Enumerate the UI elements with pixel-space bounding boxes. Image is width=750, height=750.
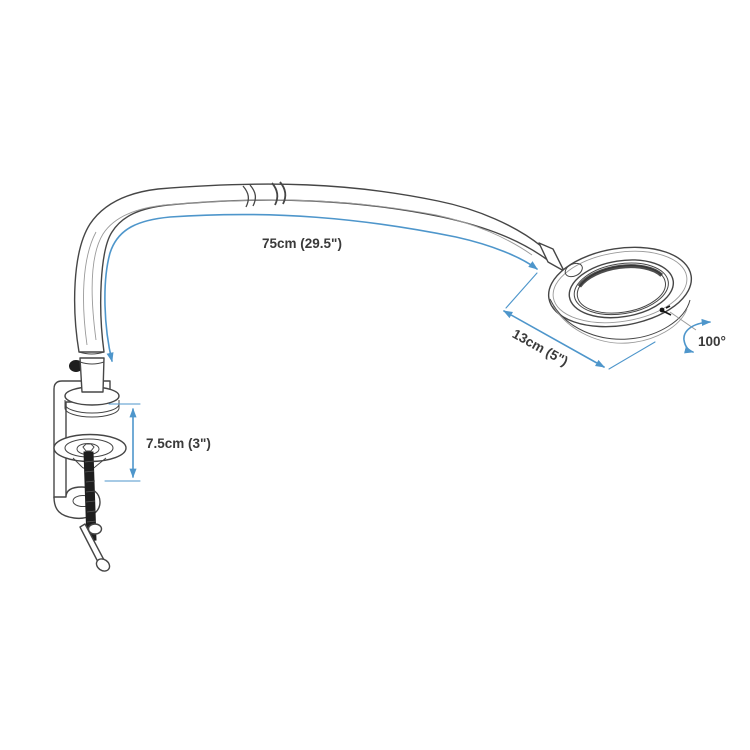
arm-highlight-2 (83, 231, 97, 346)
head-diameter-dimension-line (503, 310, 605, 368)
tilt-angle-arc (683, 318, 712, 354)
clamp-assembly (53, 351, 127, 572)
support-arm (73, 181, 565, 353)
lens-inner-shadow (577, 264, 664, 288)
arm-length-dimension-line (104, 213, 538, 363)
pole-lower (79, 357, 105, 393)
arm-segment-marks (242, 181, 287, 208)
head-diameter-label: 13cm (5") (510, 326, 571, 369)
head-diameter-extension-bottom (608, 341, 656, 370)
clamp-screw (83, 451, 97, 542)
arm-tube (73, 183, 550, 353)
arm-length-label: 75cm (29.5") (262, 236, 342, 251)
screw-thread-lines (84, 460, 97, 533)
power-button (564, 262, 583, 278)
touch-dimmer-icon (659, 305, 672, 316)
tilt-angle-label: 100° (698, 334, 726, 349)
arm-highlight (91, 199, 533, 341)
pole-collar (64, 386, 120, 418)
clamp-height-label: 7.5cm (3") (146, 436, 211, 451)
head-diameter-extension-top (505, 272, 538, 309)
clamp-handle (79, 523, 111, 572)
magnifier-head (547, 246, 697, 344)
